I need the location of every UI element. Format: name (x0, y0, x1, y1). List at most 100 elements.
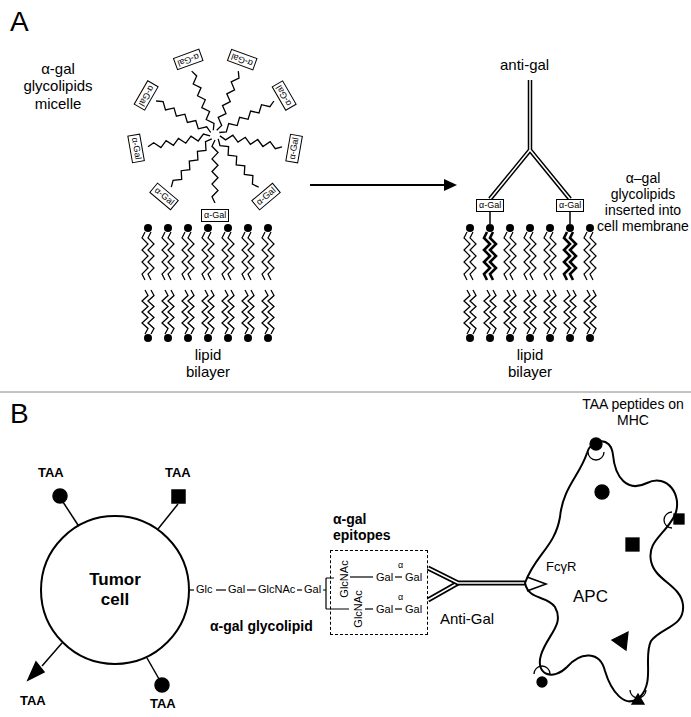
node-text: Gal (376, 571, 393, 584)
stroke (182, 232, 188, 280)
text-label: FcγR (546, 560, 576, 575)
stroke (224, 334, 232, 342)
stroke (464, 232, 470, 280)
text-label: A (10, 6, 29, 38)
text-label: lipid bilayer (173, 346, 243, 381)
stroke (566, 334, 574, 342)
apc-outline-path (525, 441, 683, 701)
node-text: α-gal epitopes (333, 511, 413, 543)
stroke (171, 139, 212, 187)
stroke (546, 224, 554, 232)
stroke (510, 290, 516, 334)
alpha-gal-tag: α-Gal (172, 49, 203, 71)
node-text: α-Gal (204, 210, 226, 221)
text-label: anti-gal (500, 56, 549, 73)
stroke (490, 290, 496, 334)
stroke (504, 232, 510, 280)
stroke (530, 290, 536, 334)
text-label: α-gal glycolipid (210, 618, 313, 634)
alpha-gal-tag: α-Gal (556, 199, 584, 212)
alpha-gal-tag: α-Gal (127, 134, 145, 164)
node-text: Tumor cell (80, 570, 150, 609)
stroke (584, 232, 590, 280)
node-text: α-Gal (254, 185, 278, 208)
node-text: α-Gal (175, 51, 200, 69)
stroke (570, 232, 576, 280)
stroke (168, 290, 174, 334)
text-label: Gal (228, 583, 245, 596)
alpha-gal-tag: α-Gal (272, 80, 297, 111)
stroke (262, 232, 268, 280)
stroke (224, 224, 232, 232)
apc-cell: APC (525, 435, 685, 705)
antibody-outer (428, 568, 525, 583)
stroke (550, 290, 556, 334)
stroke (564, 232, 570, 280)
alpha-gal-tag: α-Gal (285, 134, 303, 164)
stroke (242, 232, 248, 280)
stroke (526, 224, 534, 232)
node-text: α (398, 560, 403, 570)
stroke (268, 290, 274, 334)
epitope-dashed-box: α-gal epitopesGlcNAcGlcNAcGalαGalGalαGal (330, 550, 428, 635)
stroke (164, 224, 172, 232)
stroke (590, 290, 596, 334)
node-text: α-Gal (287, 137, 302, 161)
node-text: α-Gal (129, 137, 144, 161)
text-label: GlcNAc (258, 583, 295, 596)
stroke (506, 334, 514, 342)
apc-outline (525, 435, 685, 705)
text-label: TAA (165, 466, 191, 481)
text-label: TAA peptides on MHC (580, 396, 686, 428)
stroke (208, 232, 214, 280)
alpha-gal-tag: α-Gal (476, 199, 504, 212)
stroke (264, 224, 272, 232)
text-label: α–gal glycolipids inserted into cell mem… (596, 170, 690, 234)
antibody-connector (428, 568, 525, 583)
stroke (212, 140, 218, 203)
stroke (162, 232, 168, 280)
node-text: Gal (405, 603, 422, 616)
stroke (466, 224, 474, 232)
text-label: TAA (38, 466, 64, 481)
stroke (524, 232, 530, 280)
stroke (544, 232, 550, 280)
stroke (164, 334, 172, 342)
stroke (184, 334, 192, 342)
stroke (148, 232, 154, 280)
stroke (204, 224, 212, 232)
stroke (184, 224, 192, 232)
node-text: α-Gal (135, 83, 156, 108)
stroke (148, 134, 210, 148)
stroke (486, 334, 494, 342)
stroke (204, 334, 212, 342)
stroke (470, 290, 476, 334)
stroke (188, 290, 194, 334)
stroke (466, 334, 474, 342)
stroke (142, 232, 148, 280)
stroke (192, 71, 214, 130)
stroke (586, 224, 594, 232)
node-text: α-Gal (230, 51, 255, 69)
stroke (244, 334, 252, 342)
antibody-inner (428, 568, 525, 583)
text-label: B (10, 398, 29, 430)
text-label: α-gal glycolipids micelle (8, 60, 108, 112)
tumor-cell-circle: Tumor cell (40, 515, 190, 665)
stroke (217, 71, 239, 130)
stroke (566, 224, 574, 232)
alpha-gal-tag: α-Gal (201, 209, 229, 222)
stroke (490, 232, 496, 280)
stroke (188, 232, 194, 280)
stroke (484, 232, 490, 280)
stroke (168, 232, 174, 280)
alpha-gal-tag: α-Gal (149, 182, 179, 210)
stroke (228, 232, 234, 280)
edge-label: Anti-Gal (438, 610, 496, 627)
alpha-gal-tag: α-Gal (133, 80, 158, 111)
stroke (144, 224, 152, 232)
stroke (570, 290, 576, 334)
stroke (248, 290, 254, 334)
text-label: Gal (304, 583, 321, 596)
